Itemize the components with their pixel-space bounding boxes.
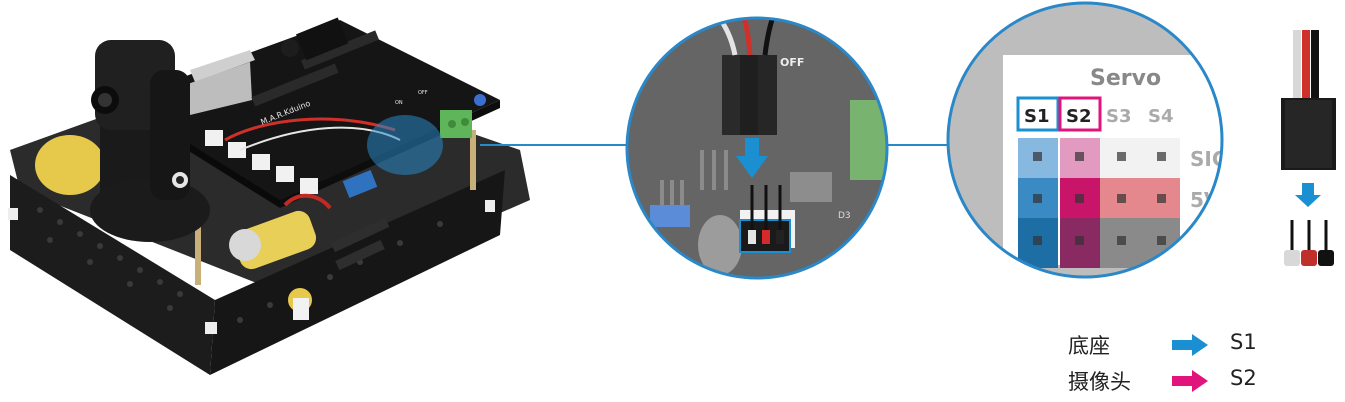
arrow-right-icon: [1172, 334, 1208, 356]
ribbon-cable: [190, 50, 255, 82]
zoom-off-label: OFF: [780, 56, 804, 69]
servo-cable-diagram: [1281, 30, 1336, 266]
legend-target-s2: S2: [1230, 366, 1257, 390]
legend-row-s1: 底座 S1: [1060, 330, 1340, 362]
legend-label-camera: 摄像头: [1068, 370, 1131, 394]
zoom-circle-servo-header: Servo S1 S2 S3 S4 SIG 5V: [948, 3, 1228, 277]
controller-board: [120, 20, 500, 200]
motor-left: [35, 135, 105, 195]
s3-label: S3: [1106, 106, 1132, 127]
zoom-circle-board: OFF D3: [627, 18, 887, 278]
servo-wires: [224, 117, 396, 142]
legend-row-s2: 摄像头 S2: [1060, 366, 1340, 398]
s2-box: [1058, 96, 1102, 132]
servo-legend: 底座 S1 摄像头 S2: [1060, 330, 1340, 400]
pan-servo-base: [90, 178, 210, 242]
row-sig-label: SIG: [1190, 147, 1228, 171]
s2-label: S2: [1066, 106, 1092, 127]
robot-car-illustration: M.A.R.Kduino OFF ON: [8, 17, 530, 375]
legend-label-base: 底座: [1068, 334, 1110, 358]
legend-target-s1: S1: [1230, 330, 1257, 354]
chassis-side-plate: [210, 170, 505, 375]
zoom-callout: OFF D3 Servo S1 S2 S3 S4 SI: [480, 1, 1336, 280]
board-header-pins: [251, 30, 379, 107]
chassis-front-plate: [10, 175, 215, 375]
board-switch-on-label: ON: [395, 100, 403, 106]
zoom-d3-label: D3: [838, 211, 851, 221]
board-switch-off-label: OFF: [418, 90, 428, 96]
servo-header-title: Servo: [1090, 66, 1161, 91]
s1-label: S1: [1024, 106, 1050, 127]
s4-label: S4: [1148, 106, 1174, 127]
servo-connectors: [205, 130, 318, 194]
arrow-right-icon: [1172, 370, 1208, 392]
s1-box: [1016, 96, 1060, 132]
